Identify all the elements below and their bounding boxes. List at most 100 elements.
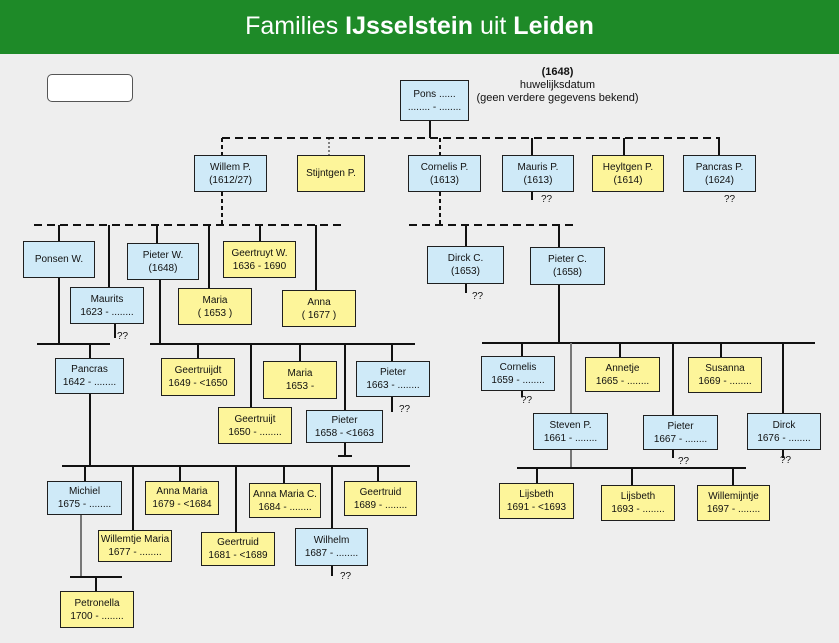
person-dates: 1676 - ........ bbox=[757, 432, 811, 444]
person-dates: 1658 - <1663 bbox=[314, 427, 375, 439]
person-lijsbeth-1691[interactable]: Lijsbeth 1691 - <1693 bbox=[499, 483, 574, 519]
person-name: Geertruijdt bbox=[174, 365, 222, 376]
unknown-marker: ?? bbox=[399, 404, 411, 415]
person-name: Petronella bbox=[74, 597, 120, 609]
person-pancras-1642[interactable]: Pancras 1642 - ........ bbox=[55, 358, 124, 394]
unknown-marker: ?? bbox=[117, 331, 129, 342]
unknown-marker: ?? bbox=[678, 456, 690, 467]
person-dates: (1624) bbox=[705, 174, 734, 186]
person-willem-p[interactable]: Willem P.(1612/27) bbox=[194, 155, 267, 192]
person-name: Cornelis P. bbox=[420, 161, 469, 173]
person-willemijntje[interactable]: Willemijntje 1697 - ........ bbox=[697, 485, 770, 521]
person-dates: (1614) bbox=[613, 174, 643, 186]
person-pieter-w[interactable]: Pieter W.(1648) bbox=[127, 243, 199, 280]
person-dates: 1675 - ........ bbox=[57, 499, 112, 510]
person-dates: (1658) bbox=[553, 267, 582, 278]
person-dates: 1677 - ........ bbox=[108, 547, 162, 558]
person-pieter-c[interactable]: Pieter C. (1658) bbox=[530, 247, 605, 285]
person-pons[interactable]: Pons .............. - ........ bbox=[400, 80, 469, 121]
person-name: Pancras bbox=[71, 364, 108, 375]
person-name: Mauris P. bbox=[517, 161, 559, 173]
page-title: Families IJsselstein uit Leiden bbox=[0, 0, 839, 54]
person-cornelis-p[interactable]: Cornelis P.(1613) bbox=[408, 155, 481, 192]
marriage-label: huwelijksdatum bbox=[519, 79, 596, 91]
person-dates: 1700 - ........ bbox=[70, 610, 124, 622]
unknown-marker: ?? bbox=[340, 571, 352, 582]
person-name: Pancras P. bbox=[695, 161, 744, 173]
person-name: Steven P. bbox=[549, 419, 592, 431]
person-dates: 1697 - ........ bbox=[706, 504, 761, 515]
person-dates: (1613) bbox=[430, 174, 459, 186]
person-name: Dirck bbox=[772, 419, 796, 431]
unknown-marker: ?? bbox=[724, 194, 736, 205]
person-name: Maria bbox=[202, 294, 228, 306]
person-dates: 1663 - ........ bbox=[366, 380, 420, 391]
person-name: Willemijntje bbox=[708, 491, 759, 502]
person-name: Pieter bbox=[331, 414, 358, 426]
person-stijntgen-p[interactable]: Stijntgen P. bbox=[297, 155, 365, 192]
person-name: Ponsen W. bbox=[34, 254, 84, 265]
person-dates: 1653 - bbox=[285, 381, 315, 392]
person-dirck-c[interactable]: Dirck C.(1653) bbox=[427, 246, 504, 284]
unknown-marker: ?? bbox=[541, 194, 553, 205]
person-dates: 1642 - ........ bbox=[62, 377, 117, 388]
person-ponsen-w[interactable]: Ponsen W. bbox=[23, 241, 95, 278]
person-dates: 1649 - <1650 bbox=[168, 378, 228, 389]
person-steven-p[interactable]: Steven P.1661 - ........ bbox=[533, 413, 608, 450]
person-geertruijdt[interactable]: Geertruijdt 1649 - <1650 bbox=[161, 358, 235, 396]
person-name: Dirck C. bbox=[447, 253, 484, 264]
person-name: Annetje bbox=[605, 362, 640, 374]
person-name: Wilhelm bbox=[313, 535, 350, 546]
unknown-marker: ?? bbox=[780, 455, 792, 466]
marriage-date: (1648) bbox=[541, 66, 574, 78]
person-anna-maria-c[interactable]: Anna Maria C.1684 - ........ bbox=[249, 483, 321, 518]
person-dates: ( 1653 ) bbox=[197, 307, 233, 319]
person-name: Cornelis bbox=[499, 361, 537, 373]
person-dates: ( 1677 ) bbox=[301, 309, 337, 321]
person-anna-1677[interactable]: Anna( 1677 ) bbox=[282, 290, 356, 327]
person-name: Maria bbox=[287, 368, 313, 379]
marriage-note: (1648) huwelijksdatum (geen verdere gege… bbox=[470, 66, 645, 105]
person-dates: (1648) bbox=[148, 262, 178, 274]
person-maria-1653[interactable]: Maria 1653 - bbox=[263, 361, 337, 399]
person-name: Susanna bbox=[705, 363, 745, 374]
person-name: Anna Maria C. bbox=[253, 488, 317, 500]
person-geertruyt-w[interactable]: Geertruyt W.1636 - 1690 bbox=[223, 241, 296, 278]
marriage-remark: (geen verdere gegevens bekend) bbox=[476, 92, 639, 104]
person-name: Pieter bbox=[667, 420, 694, 432]
person-dates: 1636 - 1690 bbox=[232, 260, 287, 272]
person-maria-1653b[interactable]: Maria( 1653 ) bbox=[178, 288, 252, 325]
person-name: Pieter C. bbox=[548, 254, 587, 265]
person-dates: 1661 - ........ bbox=[543, 432, 598, 444]
person-heyltgen-p[interactable]: Heyltgen P.(1614) bbox=[592, 155, 664, 192]
person-name: Lijsbeth bbox=[519, 489, 554, 500]
person-name: Pons ...... bbox=[413, 88, 456, 100]
person-mauris-p[interactable]: Mauris P.(1613) bbox=[502, 155, 574, 192]
person-dates: 1684 - ........ bbox=[258, 501, 312, 513]
legend-box bbox=[47, 74, 133, 102]
person-dates: (1613) bbox=[523, 174, 553, 186]
person-dates: (1612/27) bbox=[209, 174, 252, 186]
person-dates: 1689 - ........ bbox=[353, 499, 408, 511]
person-name: Geertruyt W. bbox=[231, 247, 288, 259]
person-dates: 1691 - <1693 bbox=[506, 502, 567, 513]
person-name: Willem P. bbox=[210, 161, 251, 173]
person-pancras-p[interactable]: Pancras P.(1624) bbox=[683, 155, 756, 192]
